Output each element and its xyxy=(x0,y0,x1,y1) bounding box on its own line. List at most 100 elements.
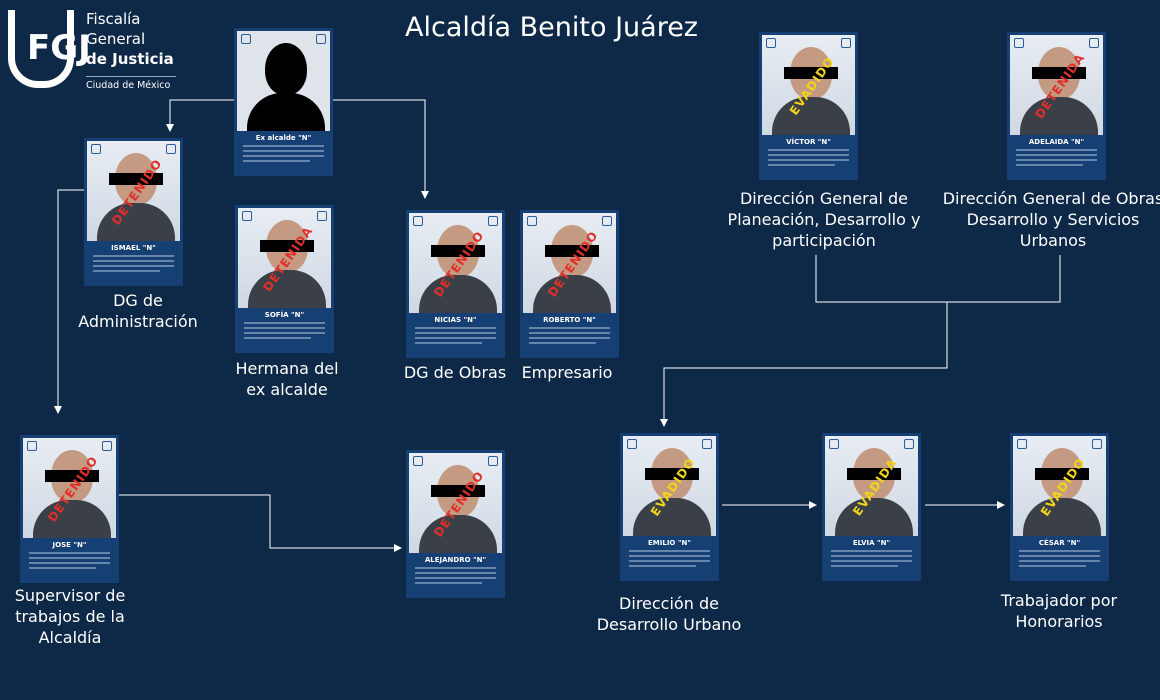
legal-text-line xyxy=(244,322,325,324)
police-badge-icon xyxy=(1092,439,1102,449)
suspect-card-alejandro: DETENIDO ALEJANDRO "N" xyxy=(406,450,505,598)
police-badge-icon xyxy=(602,216,612,226)
suspect-photo: DETENIDA xyxy=(238,208,331,308)
legal-text-line xyxy=(629,560,710,562)
legal-text-line xyxy=(93,260,174,262)
legal-text-line xyxy=(768,159,849,161)
suspect-name: ISMAEL "N" xyxy=(111,244,156,252)
fgj-icon xyxy=(766,38,776,48)
police-badge-icon xyxy=(317,211,327,221)
legal-text-line xyxy=(244,337,311,339)
arrow-directions-emilio xyxy=(660,302,948,427)
role-label-emilio: Dirección de Desarrollo Urbano xyxy=(596,594,742,634)
censor-bar xyxy=(545,245,599,257)
fgj-icon xyxy=(1017,439,1027,449)
body-silhouette xyxy=(247,93,325,131)
fgj-icon xyxy=(1014,38,1024,48)
legal-text-line xyxy=(831,560,912,562)
arrow-jose-alejandro xyxy=(119,494,402,552)
legal-text-line xyxy=(1019,560,1100,562)
arrow-exalcalde-nicias xyxy=(333,99,429,199)
suspect-photo xyxy=(237,31,330,131)
police-badge-icon xyxy=(316,34,326,44)
legal-text-line xyxy=(243,160,310,162)
fgj-icon xyxy=(27,441,37,451)
legal-text-line xyxy=(244,327,325,329)
role-label-ismael: DG de Administración xyxy=(78,291,198,331)
role-label-sofia: Hermana del ex alcalde xyxy=(235,359,339,399)
fgj-icon xyxy=(527,216,537,226)
face-silhouette xyxy=(265,43,307,95)
suspect-name: JOSE "N" xyxy=(52,541,87,549)
suspect-name: ELVIA "N" xyxy=(852,539,891,547)
suspect-card-roberto: DETENIDO ROBERTO "N" xyxy=(520,210,619,358)
logo-line-2: General xyxy=(86,30,146,48)
fgj-icon xyxy=(829,439,839,449)
legal-text-line xyxy=(831,555,912,557)
legal-text-line xyxy=(529,332,610,334)
legal-text-line xyxy=(243,155,324,157)
suspect-card-ismael: DETENIDO ISMAEL "N" xyxy=(84,138,183,286)
legal-text-line xyxy=(243,150,324,152)
legal-text-line xyxy=(415,337,496,339)
censor-bar xyxy=(109,173,163,185)
suspect-name: SOFÍA "N" xyxy=(264,311,305,319)
censor-bar xyxy=(45,470,99,482)
censor-bar xyxy=(784,67,838,79)
police-badge-icon xyxy=(841,38,851,48)
censor-bar xyxy=(1035,468,1089,480)
fgj-icon xyxy=(413,216,423,226)
suspect-photo: DETENIDO xyxy=(409,213,502,313)
suspect-photo: EVADIDO xyxy=(1013,436,1106,536)
legal-text-line xyxy=(529,337,610,339)
fgj-logo-mark: FGJ xyxy=(8,10,91,88)
legal-text-line xyxy=(93,265,174,267)
suspect-card-ex: Ex alcalde "N" xyxy=(234,28,333,176)
legal-text-line xyxy=(415,577,496,579)
legal-text-line xyxy=(93,255,174,257)
suspect-name: VÍCTOR "N" xyxy=(786,138,831,146)
legal-text-line xyxy=(1016,159,1097,161)
legal-text-line xyxy=(629,555,710,557)
role-label-victor: Dirección General de Planeación, Desarro… xyxy=(727,189,921,250)
legal-text-line xyxy=(29,567,96,569)
suspect-name: CÉSAR "N" xyxy=(1038,539,1081,547)
censor-bar xyxy=(431,485,485,497)
logo-line-1: Fiscalía xyxy=(86,10,141,28)
legal-text-line xyxy=(1019,550,1100,552)
legal-text-line xyxy=(29,562,110,564)
suspect-photo: EVADIDO xyxy=(623,436,716,536)
police-badge-icon xyxy=(488,456,498,466)
fgj-icon xyxy=(242,211,252,221)
legal-text-line xyxy=(29,552,110,554)
legal-text-line xyxy=(629,550,710,552)
suspect-card-victor: EVADIDO VÍCTOR "N" xyxy=(759,32,858,180)
logo-line-3: de Justicia xyxy=(86,50,174,68)
role-label-cesar: Trabajador por Honorarios xyxy=(1000,591,1118,631)
suspect-photo: DETENIDA xyxy=(1010,35,1103,135)
legal-text-line xyxy=(1016,154,1097,156)
legal-text-line xyxy=(1016,149,1097,151)
legal-text-line xyxy=(415,342,482,344)
fgj-icon xyxy=(627,439,637,449)
legal-text-line xyxy=(831,550,912,552)
legal-text-line xyxy=(1019,565,1086,567)
page-title: Alcaldía Benito Juárez xyxy=(405,12,698,43)
police-badge-icon xyxy=(488,216,498,226)
legal-text-line xyxy=(93,270,160,272)
legal-text-line xyxy=(768,164,835,166)
censor-bar xyxy=(1032,67,1086,79)
suspect-name: NICIAS "N" xyxy=(434,316,477,324)
censor-bar xyxy=(431,245,485,257)
suspect-card-adelaida: DETENIDA ADELAIDA "N" xyxy=(1007,32,1106,180)
legal-text-line xyxy=(415,567,496,569)
suspect-card-sofia: DETENIDA SOFÍA "N" xyxy=(235,205,334,353)
fiscalia-logo: FGJ Fiscalía General de Justicia Ciudad … xyxy=(8,6,178,92)
suspect-photo: DETENIDO xyxy=(409,453,502,553)
arrow-ismael-jose xyxy=(54,189,84,414)
role-label-jose: Supervisor de trabajos de la Alcaldía xyxy=(14,586,126,647)
suspect-photo: DETENIDO xyxy=(87,141,180,241)
police-badge-icon xyxy=(1089,38,1099,48)
legal-text-line xyxy=(243,145,324,147)
